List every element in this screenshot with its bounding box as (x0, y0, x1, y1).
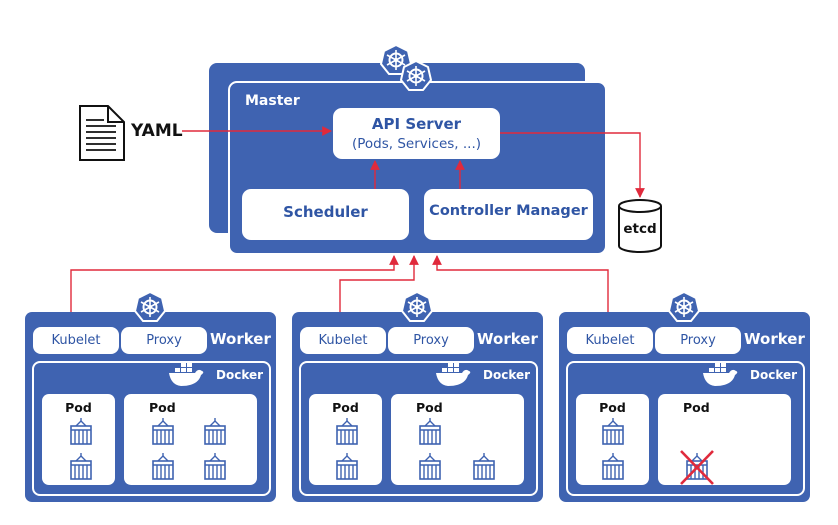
worker-label: Worker (210, 330, 271, 348)
worker2-link-arrow (335, 255, 419, 328)
worker-node-1 (25, 291, 276, 502)
docker-label: Docker (216, 368, 264, 382)
proxy-label: Proxy (146, 333, 182, 348)
docker-label: Docker (750, 368, 798, 382)
kubernetes-helm-icon (401, 291, 433, 322)
etcd-label: etcd (623, 221, 657, 237)
controller-manager-label: Controller Manager (429, 203, 588, 219)
database-icon (618, 199, 662, 253)
proxy-label: Proxy (413, 333, 449, 348)
pod-label: Pod (599, 400, 626, 415)
kubelet-label: Kubelet (318, 333, 368, 348)
api-server-title: API Server (371, 115, 462, 133)
kubernetes-helm-icon (400, 60, 432, 91)
document-icon (79, 105, 125, 161)
pod-label: Pod (416, 400, 443, 415)
pod-label: Pod (332, 400, 359, 415)
kubelet-box (300, 327, 386, 354)
kubernetes-helm-icon (668, 291, 700, 322)
kubelet-label: Kubelet (585, 333, 635, 348)
pod-label: Pod (65, 400, 92, 415)
kubelet-box (33, 327, 119, 354)
kubelet-label: Kubelet (51, 333, 101, 348)
worker3-link-arrow (432, 255, 613, 328)
worker-label: Worker (477, 330, 538, 348)
docker-runtime-box (566, 361, 805, 496)
api-to-etcd-arrow (500, 132, 645, 198)
api-server-subtitle: (Pods, Services, ...) (351, 136, 482, 152)
docker-runtime-box (299, 361, 538, 496)
pod-box (576, 394, 649, 485)
proxy-label: Proxy (680, 333, 716, 348)
worker-label: Worker (744, 330, 805, 348)
master-node (209, 44, 607, 255)
pod-box (391, 394, 524, 485)
proxy-box (388, 327, 474, 354)
docker-label: Docker (483, 368, 531, 382)
kubernetes-helm-icon (134, 291, 166, 322)
pod-box (658, 394, 791, 485)
worker-node-2 (292, 291, 543, 502)
master-label: Master (245, 93, 300, 109)
proxy-box (121, 327, 207, 354)
scheduler-label: Scheduler (283, 203, 368, 221)
pod-label: Pod (683, 400, 710, 415)
connection-arrows (66, 126, 645, 328)
yaml-label: YAML (131, 121, 183, 141)
worker-node-3 (559, 291, 810, 502)
kubelet-box (567, 327, 653, 354)
controller-manager-box (424, 189, 593, 240)
api-server-box (333, 108, 500, 159)
failed-container-icon (680, 450, 714, 485)
docker-runtime-box (32, 361, 271, 496)
proxy-box (655, 327, 741, 354)
pod-box (124, 394, 257, 485)
pod-label: Pod (149, 400, 176, 415)
scheduler-box (242, 189, 409, 240)
